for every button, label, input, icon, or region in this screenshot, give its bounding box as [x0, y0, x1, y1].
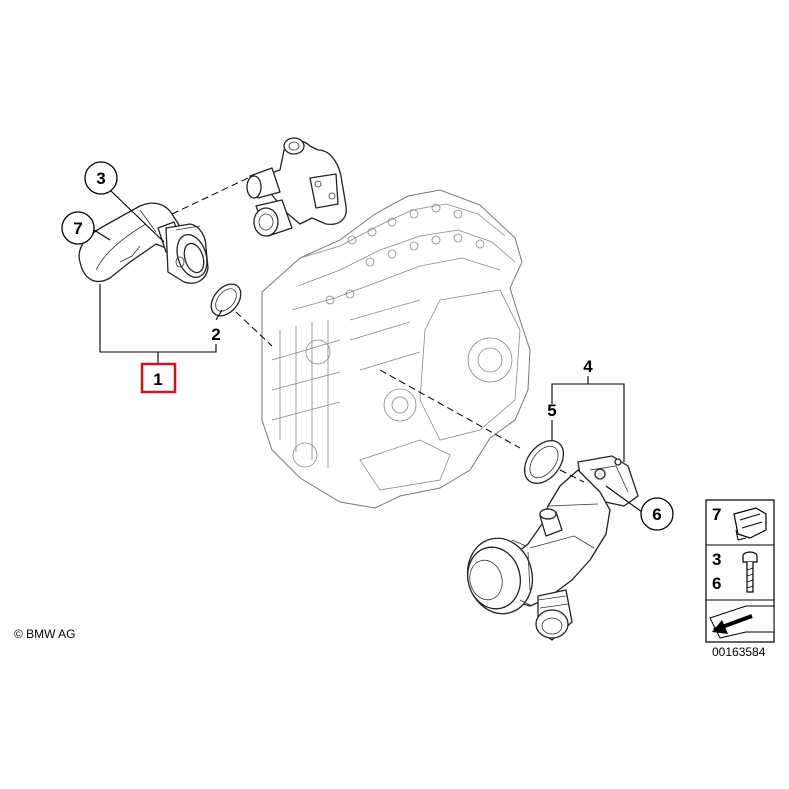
svg-text:2: 2: [211, 325, 220, 344]
diagram-number: 00163584: [712, 645, 766, 659]
svg-text:1: 1: [153, 370, 162, 389]
pipe-connector-part-3: [165, 223, 209, 284]
o-ring-part-5: [523, 440, 565, 484]
svg-text:6: 6: [652, 505, 661, 524]
leader-lines: [93, 189, 643, 513]
legend-panel: 7 3 6: [705, 499, 775, 643]
copyright-text: © BMW AG: [14, 627, 76, 641]
callout-4[interactable]: 4: [583, 357, 593, 376]
highlight-box: [140, 362, 177, 394]
o-ring-part-2: [210, 283, 242, 317]
svg-text:5: 5: [547, 401, 556, 420]
outlet-pipe-part-4: [466, 455, 639, 641]
callout-7[interactable]: 7: [61, 211, 95, 245]
legend-label-6: 6: [712, 574, 721, 593]
legend-label-7: 7: [712, 505, 721, 524]
callout-1-highlighted[interactable]: 1: [140, 362, 177, 394]
thermostat-housing: [246, 137, 347, 237]
engine-block: [261, 189, 531, 509]
callout-3[interactable]: 3: [84, 161, 118, 195]
bolt-icon: [742, 551, 758, 593]
callout-6[interactable]: 6: [640, 497, 674, 531]
svg-text:4: 4: [583, 357, 593, 376]
legend-label-3: 3: [712, 550, 721, 569]
callout-2[interactable]: 2: [211, 325, 220, 344]
svg-text:3: 3: [96, 169, 105, 188]
svg-text:7: 7: [73, 219, 82, 238]
assembly-lines: [171, 177, 585, 483]
arrow-icon: [709, 605, 775, 639]
clip-icon: [733, 507, 767, 541]
callout-5[interactable]: 5: [547, 401, 556, 420]
